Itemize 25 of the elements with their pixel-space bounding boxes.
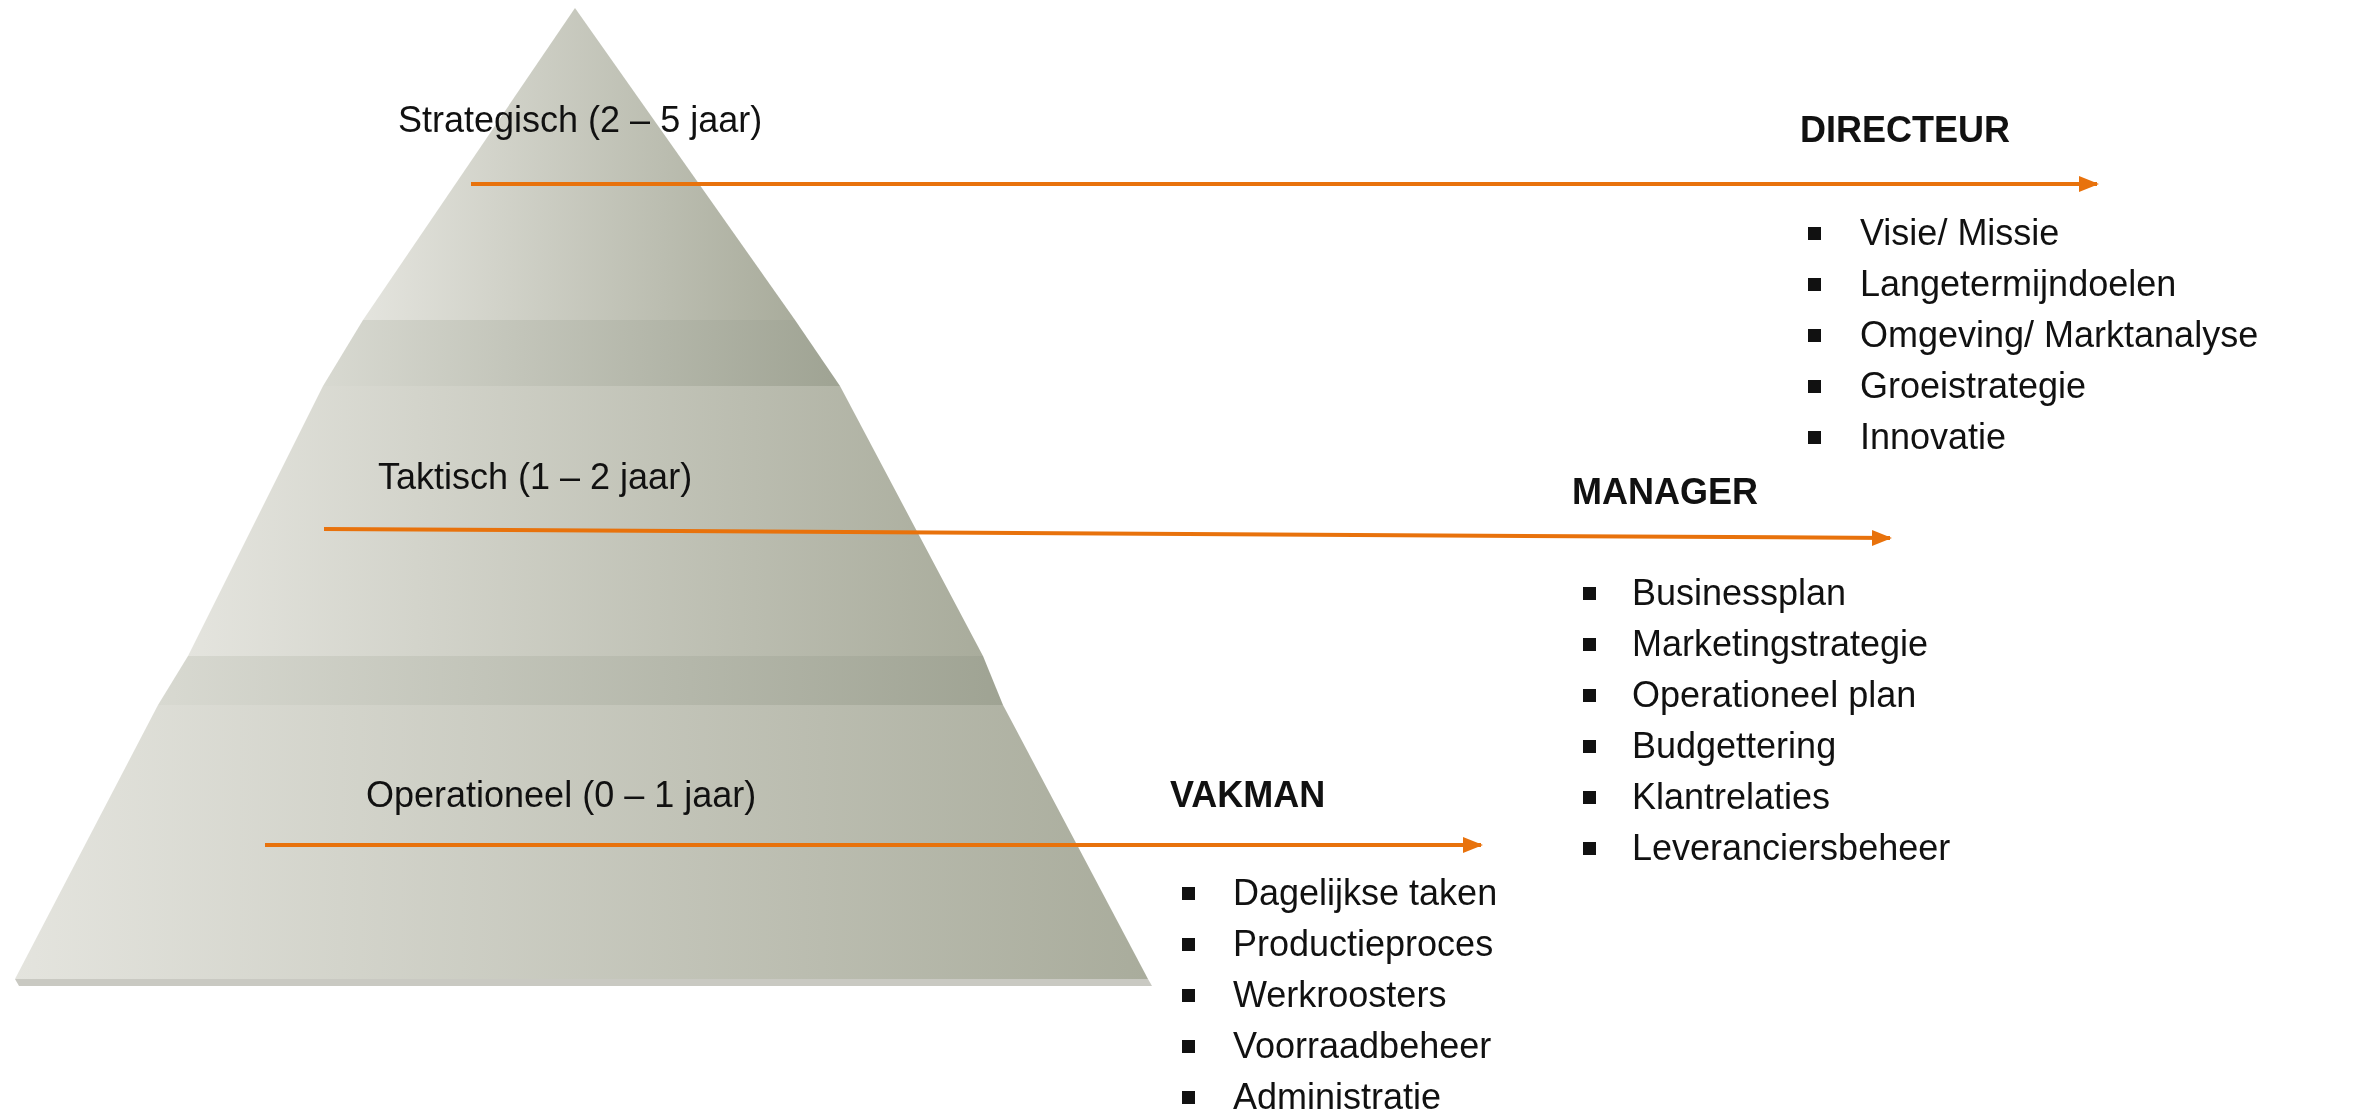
- role-heading: VAKMAN: [1170, 773, 1326, 817]
- task-item: Marketingstrategie: [1632, 622, 1929, 666]
- task-item: Innovatie: [1860, 415, 2007, 459]
- tier-label: Strategisch (2 – 5 jaar): [398, 102, 763, 138]
- task-item: Productieproces: [1233, 922, 1494, 966]
- task-item: Klantrelaties: [1632, 775, 1831, 819]
- task-item: Werkroosters: [1233, 973, 1447, 1017]
- task-item: Administratie: [1233, 1075, 1442, 1114]
- task-item: Groeistrategie: [1860, 364, 2087, 408]
- role-heading: DIRECTEUR: [1800, 108, 2010, 152]
- task-item: Omgeving/ Marktanalyse: [1860, 313, 2259, 357]
- arrow: [265, 837, 1483, 853]
- task-item: Budgettering: [1632, 724, 1837, 768]
- task-item: Langetermijndoelen: [1860, 262, 2177, 306]
- task-item: Voorraadbeheer: [1233, 1024, 1492, 1068]
- tier-label: Taktisch (1 – 2 jaar): [378, 459, 693, 495]
- task-item: Businessplan: [1632, 571, 1847, 615]
- task-item: Operationeel plan: [1632, 673, 1917, 717]
- task-item: Leveranciersbeheer: [1632, 826, 1951, 870]
- tier-label: Operationeel (0 – 1 jaar): [366, 777, 757, 813]
- arrow: [471, 176, 2099, 192]
- task-item: Visie/ Missie: [1860, 211, 2060, 255]
- role-heading: MANAGER: [1572, 470, 1758, 514]
- task-item: Dagelijkse taken: [1233, 871, 1498, 915]
- arrow: [324, 527, 1892, 546]
